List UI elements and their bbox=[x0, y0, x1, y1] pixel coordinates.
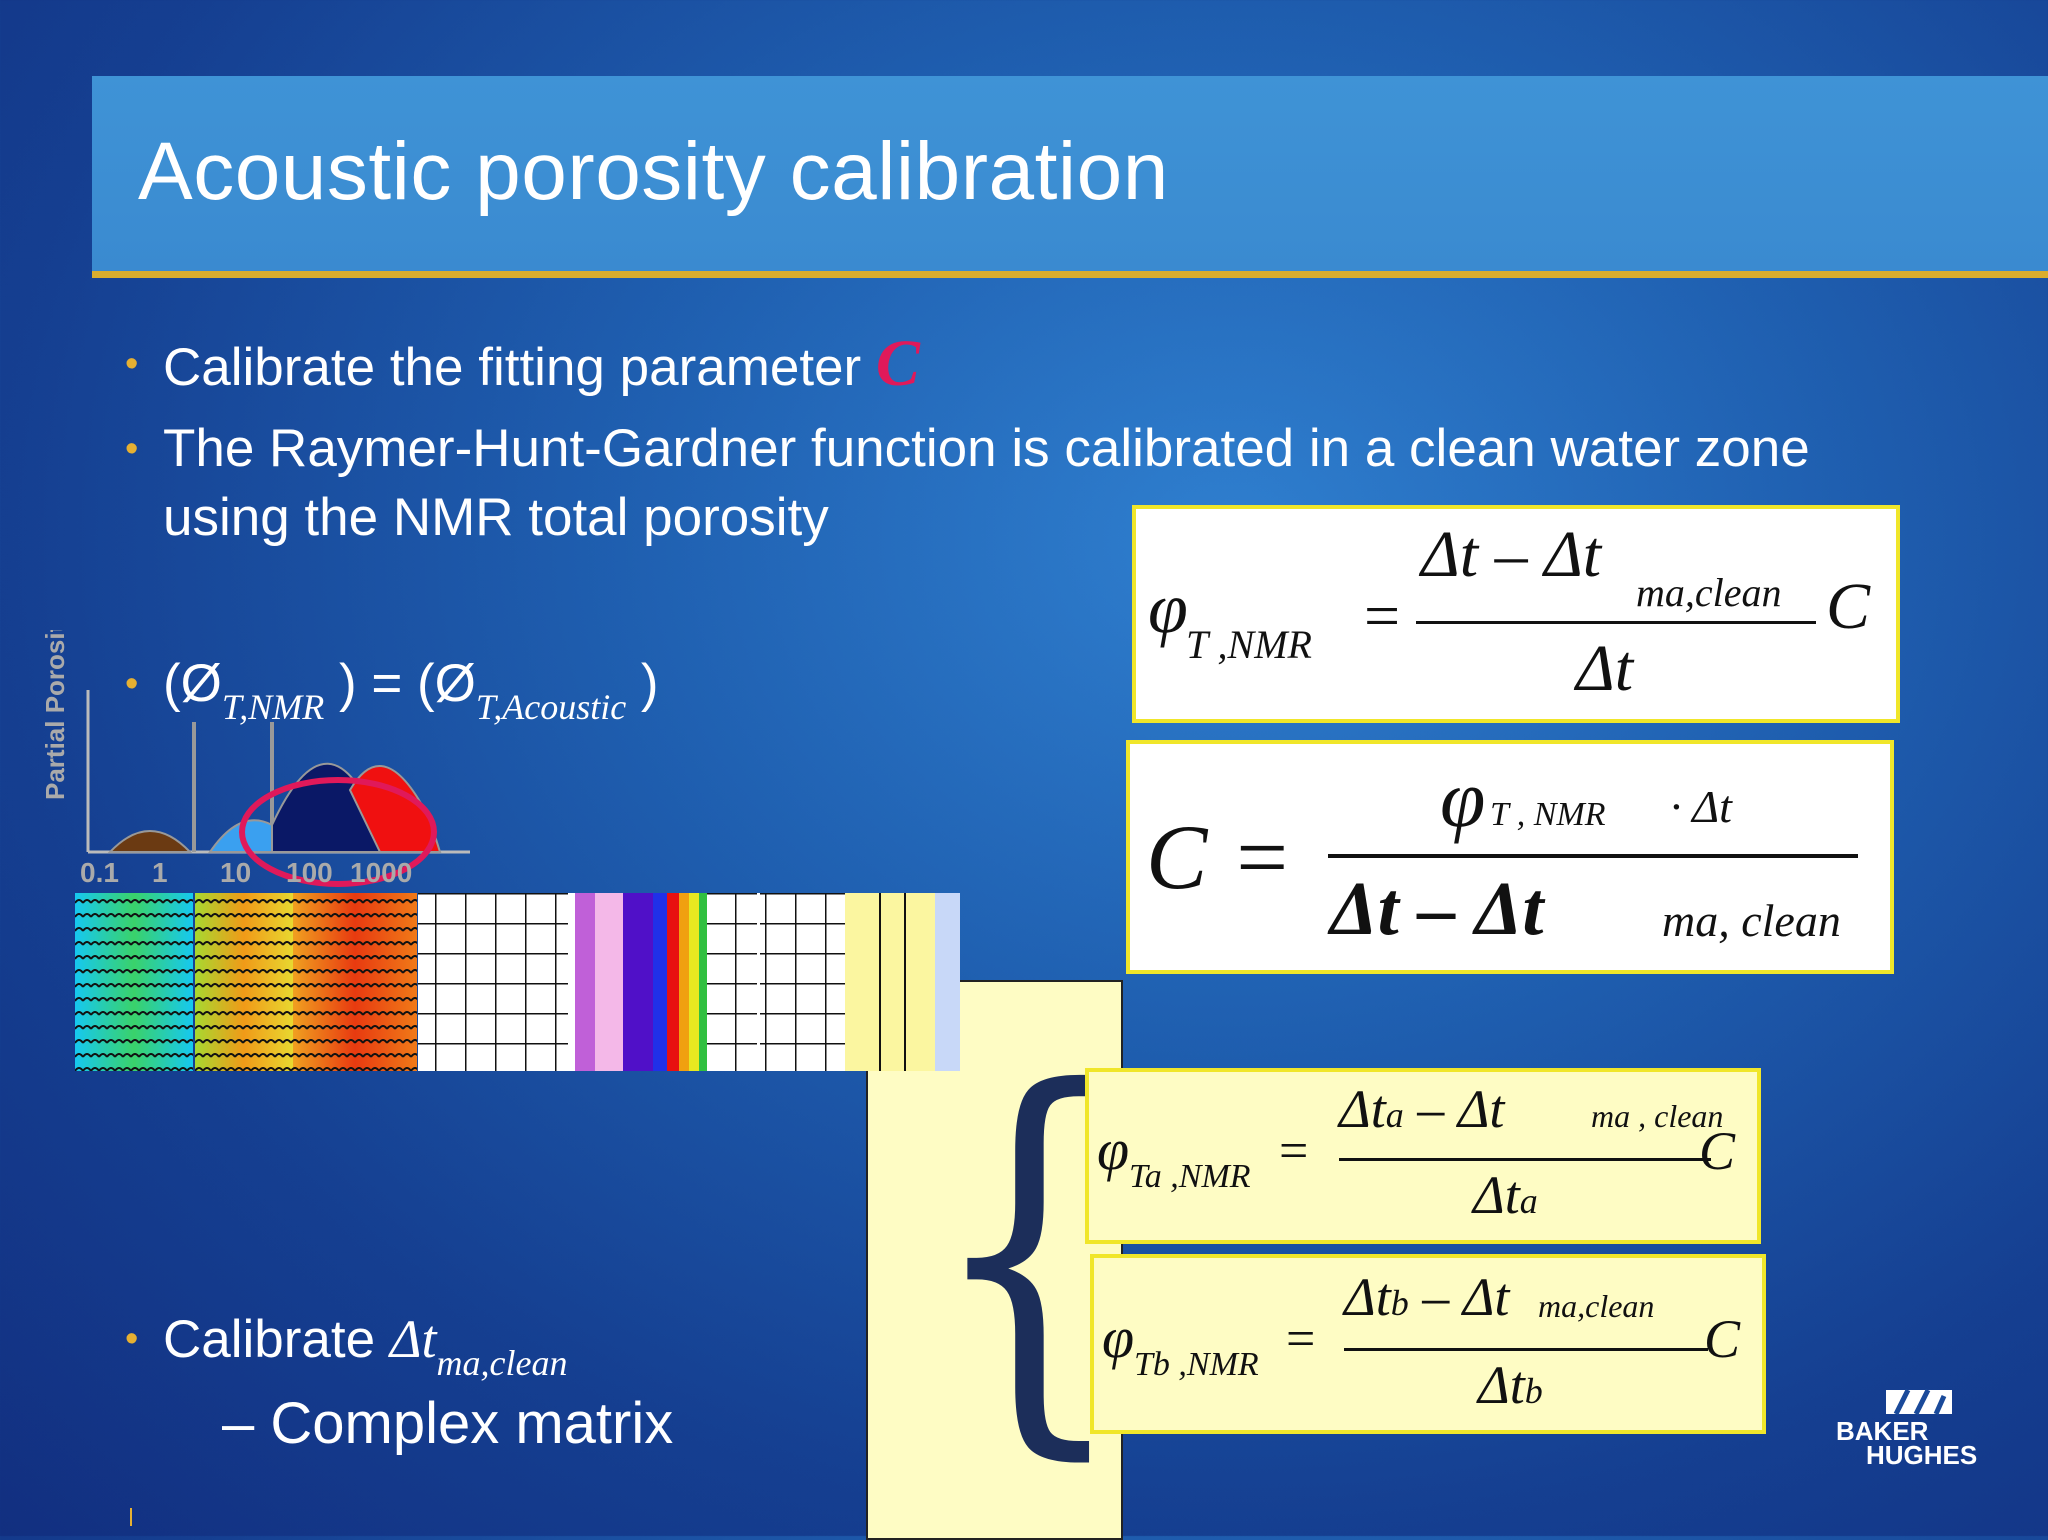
vol-purple bbox=[575, 893, 595, 1071]
phi-open: (Ø bbox=[163, 654, 222, 713]
track-2-lines bbox=[195, 893, 293, 1071]
log-strip-graphic bbox=[75, 893, 960, 1071]
tick-0-1: 0.1 bbox=[80, 857, 119, 888]
track-3-lines bbox=[293, 893, 417, 1071]
bullet-text: Calibrate bbox=[163, 1310, 390, 1369]
equation-phi-t-nmr: φ T ,NMR = Δt – Δt ma,clean Δt C bbox=[1132, 505, 1900, 723]
phi-symbol: φ bbox=[1148, 568, 1188, 648]
c-factor: C bbox=[1826, 570, 1871, 643]
sub-ma-clean: ma,clean bbox=[436, 1343, 568, 1383]
tick-1: 1 bbox=[152, 857, 168, 888]
vol-green bbox=[699, 893, 707, 1071]
logo-text-baker: BAKER bbox=[1836, 1416, 1929, 1446]
denominator: Δt – Δt bbox=[1330, 867, 1544, 951]
logo-text-hughes: HUGHES bbox=[1866, 1440, 1978, 1470]
bullet-calibrate-dt: • Calibrate Δtma,clean bbox=[125, 1305, 568, 1397]
bullet-dot: • bbox=[125, 663, 139, 705]
bullet-text: Calibrate the fitting parameter bbox=[163, 338, 876, 397]
delta-t: Δt bbox=[389, 1309, 437, 1369]
track-porosity bbox=[935, 893, 960, 1071]
bullet-porosity-equality: • (ØT,NMR ) = (ØT,Acoustic ) bbox=[125, 650, 659, 741]
vol-yellow bbox=[689, 893, 699, 1071]
tick-1000: 1000 bbox=[350, 857, 412, 888]
equation-phi-ta: φ Ta ,NMR = Δta – Δt ma , clean Δta C bbox=[1085, 1068, 1761, 1244]
bullet-raymer-line2: using the NMR total porosity bbox=[163, 488, 829, 547]
phi-subscript: T , NMR bbox=[1490, 796, 1606, 833]
sub-t-acoustic: T,Acoustic bbox=[475, 687, 627, 727]
equals-sign: = bbox=[1286, 1311, 1316, 1368]
fraction-bar bbox=[1416, 621, 1816, 624]
track-grid-1 bbox=[418, 893, 568, 1071]
numerator-subscript: ma,clean bbox=[1538, 1288, 1655, 1324]
denominator: Δt bbox=[1576, 632, 1634, 705]
c-factor: C bbox=[1699, 1121, 1736, 1181]
numerator-subscript: ma , clean bbox=[1591, 1098, 1724, 1134]
t2-distribution-graphic: Partial Porosity 0.1 1 10 100 1000 bbox=[40, 630, 470, 888]
denominator: Δtb bbox=[1478, 1355, 1543, 1415]
numerator: Δt – Δt bbox=[1421, 518, 1602, 591]
tick-10: 10 bbox=[220, 857, 251, 888]
title-underline bbox=[92, 271, 2048, 278]
sub-bullet-complex-matrix: – Complex matrix bbox=[222, 1391, 674, 1456]
phi-subscript: Ta ,NMR bbox=[1129, 1158, 1251, 1195]
vol-pink bbox=[595, 893, 623, 1071]
track-grid-2 bbox=[707, 893, 757, 1071]
equation-phi-tb: φ Tb ,NMR = Δtb – Δt ma,clean Δtb C bbox=[1090, 1254, 1766, 1434]
bullet-dot: • bbox=[125, 343, 139, 385]
bullet-calibrate-c: • Calibrate the fitting parameter C bbox=[125, 327, 920, 402]
peak-clay bbox=[107, 830, 193, 853]
track-1-lines bbox=[75, 893, 193, 1071]
equals-sign: = bbox=[1279, 1123, 1309, 1180]
slide-title: Acoustic porosity calibration bbox=[138, 126, 1169, 217]
baker-hughes-logo: BAKER HUGHES bbox=[1836, 1386, 1978, 1470]
numerator-subscript: ma,clean bbox=[1636, 570, 1782, 615]
denominator-subscript: ma, clean bbox=[1662, 895, 1841, 946]
phi-symbol: φ bbox=[1097, 1117, 1130, 1182]
equals-text: ) = (Ø bbox=[324, 654, 476, 713]
c-equals: C = bbox=[1146, 806, 1293, 908]
numerator-tail: · Δt bbox=[1670, 781, 1732, 832]
equals-sign: = bbox=[1364, 580, 1401, 651]
sub-t-nmr: T,NMR bbox=[221, 687, 325, 727]
tick-100: 100 bbox=[286, 857, 333, 888]
phi-symbol: φ bbox=[1440, 753, 1486, 844]
vol-blue bbox=[653, 893, 667, 1071]
highlight-ellipse bbox=[239, 777, 437, 887]
close-paren: ) bbox=[626, 654, 659, 713]
parameter-c: C bbox=[875, 327, 920, 400]
bullet-dot: • bbox=[125, 1318, 139, 1360]
phi-subscript: T ,NMR bbox=[1186, 622, 1312, 667]
c-factor: C bbox=[1704, 1309, 1741, 1369]
fraction-bar bbox=[1328, 854, 1858, 858]
bullet-raymer: • The Raymer-Hunt-Gardner function is ca… bbox=[125, 415, 1810, 483]
bullet-dot: • bbox=[125, 428, 139, 470]
fraction-bar bbox=[1339, 1158, 1711, 1161]
vol-red bbox=[667, 893, 679, 1071]
bullet-text-line1: The Raymer-Hunt-Gardner function is cali… bbox=[163, 419, 1810, 478]
logo-mark bbox=[1886, 1388, 1952, 1416]
fraction-bar bbox=[1344, 1348, 1708, 1351]
track-lithology bbox=[845, 893, 935, 1071]
denominator: Δta bbox=[1473, 1165, 1538, 1225]
phi-subscript: Tb ,NMR bbox=[1134, 1346, 1259, 1383]
equation-c-definition: C = φ T , NMR · Δt Δt – Δt ma, clean bbox=[1126, 740, 1894, 974]
title-bar bbox=[92, 76, 2048, 272]
footer-mark bbox=[130, 1508, 132, 1526]
vol-orange bbox=[679, 893, 689, 1071]
numerator: Δtb – Δt bbox=[1344, 1267, 1510, 1327]
numerator: Δta – Δt bbox=[1339, 1079, 1505, 1139]
y-axis-label: Partial Porosity bbox=[40, 630, 70, 800]
vol-violet bbox=[623, 893, 653, 1071]
phi-symbol: φ bbox=[1102, 1305, 1135, 1370]
